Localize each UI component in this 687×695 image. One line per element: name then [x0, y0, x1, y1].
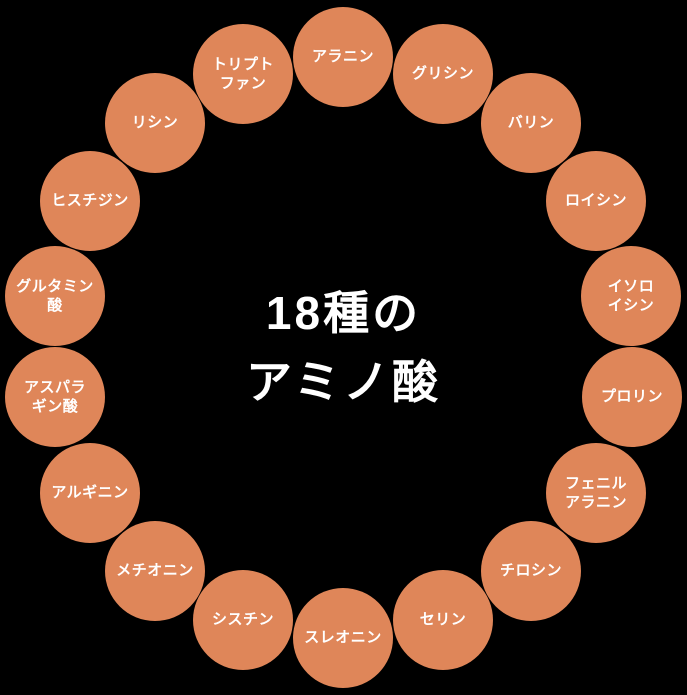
amino-acid-label: シスチン [211, 611, 274, 629]
amino-acid-label: メチオニン [116, 562, 194, 580]
amino-acid-circle: トリプト ファン [193, 24, 293, 124]
amino-acid-label: バリン [507, 114, 555, 132]
amino-acid-circle: メチオニン [105, 521, 205, 621]
amino-acid-circle: セリン [393, 570, 493, 670]
amino-acid-circle: バリン [481, 73, 581, 173]
amino-acid-label: アスパラ ギン酸 [23, 378, 86, 416]
amino-acid-label: グリシン [411, 65, 474, 83]
amino-acid-label: アルギニン [51, 484, 129, 502]
amino-acid-label: イソロ イシン [607, 277, 655, 315]
amino-acid-circle: イソロ イシン [581, 246, 681, 346]
amino-acid-circle: グリシン [393, 24, 493, 124]
amino-acid-label: スレオニン [304, 629, 382, 647]
amino-acid-label: ヒスチジン [51, 192, 129, 210]
amino-acid-label: グルタミン 酸 [16, 277, 94, 315]
amino-acid-label: トリプト ファン [211, 55, 274, 93]
amino-acid-label: フェニル アラニン [564, 474, 627, 512]
amino-acid-label: アラニン [311, 48, 374, 66]
amino-acid-circle: リシン [105, 73, 205, 173]
center-title: 18種の アミノ酸 [245, 286, 442, 408]
amino-acid-label: プロリン [600, 388, 663, 406]
amino-acid-circle: プロリン [582, 347, 682, 447]
amino-acid-circle: ヒスチジン [40, 151, 140, 251]
amino-acid-circle: アスパラ ギン酸 [5, 347, 105, 447]
amino-acid-circle: グルタミン 酸 [5, 246, 105, 346]
amino-acid-label: ロイシン [564, 192, 627, 210]
amino-acid-circle: アラニン [293, 7, 393, 107]
amino-acid-circle: フェニル アラニン [546, 443, 646, 543]
amino-acid-circle: アルギニン [40, 443, 140, 543]
amino-acid-circle: チロシン [481, 521, 581, 621]
amino-acid-circle: シスチン [193, 570, 293, 670]
amino-acid-label: リシン [131, 114, 179, 132]
amino-acid-circle: ロイシン [546, 151, 646, 251]
amino-acid-label: セリン [419, 611, 467, 629]
amino-acid-circle: スレオニン [293, 588, 393, 688]
amino-acid-label: チロシン [499, 562, 562, 580]
